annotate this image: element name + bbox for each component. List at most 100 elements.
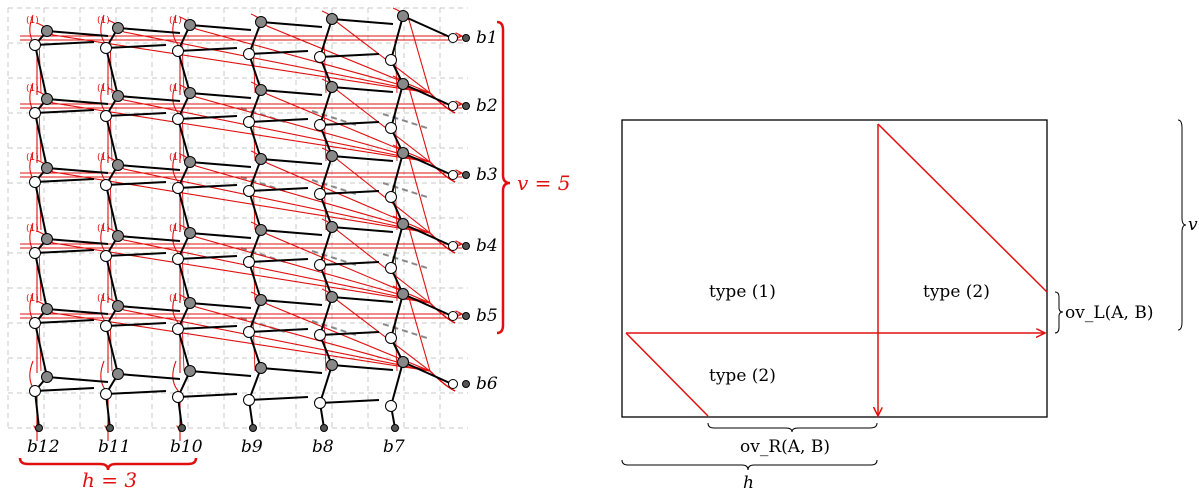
gray-node [112,22,124,34]
red-vertical-path [29,151,38,232]
lattice-edge [34,178,95,183]
lattice-edge [260,367,323,374]
white-node [172,253,184,265]
diag-top-right [877,123,1048,293]
lattice-edge [260,229,323,236]
lattice-edge [319,155,333,195]
gray-node [112,300,124,312]
ovR-brace [707,422,878,433]
lattice-edge [390,152,404,198]
white-node [100,388,112,400]
white-node [100,250,112,262]
lattice-edge [402,15,453,39]
gray-node [41,162,53,174]
white-node [172,323,184,335]
path-tag-label: (1) [26,294,39,304]
boundary-label-right: b4 [476,236,498,256]
boundary-node [462,171,470,179]
lattice-edge [34,252,48,310]
lattice-edge [402,361,453,385]
red-diagonal-path [36,230,456,324]
white-node [100,179,112,191]
type1-label: type (1) [709,282,776,302]
lattice-edge [189,370,252,377]
dashed-edge [382,113,428,129]
lattice-edge [402,223,453,247]
red-vertical-stub [394,40,398,94]
red-diagonal-path [179,224,456,324]
lattice-edge [177,393,238,398]
region-box [621,119,1048,418]
lattice-edge [390,15,404,61]
gray-node [326,13,338,25]
white-node [243,394,255,406]
lattice-edge [390,293,404,339]
gray-node [397,147,409,159]
type2-top-label: type (2) [923,282,990,302]
v-brace [496,20,511,335]
gray-node [112,90,124,102]
lattice-edge [177,328,191,372]
red-vertical-stub [394,248,398,302]
lattice-edge [319,296,333,336]
red-diagonal-path [179,294,456,392]
lattice-edge [319,18,333,58]
lattice-edge [189,232,252,239]
boundary-label-bottom: b12 [27,437,60,457]
dashed-edge [311,250,357,266]
red-vertical-path [29,292,38,373]
path-tag-label: (1) [97,294,110,304]
white-node [29,317,41,329]
dashed-edge [311,110,357,126]
gray-node [255,294,267,306]
lattice-edge [260,21,323,28]
lattice-edge [177,47,238,52]
lattice-edge [105,184,119,237]
boundary-white-node [448,101,458,111]
nodes [29,10,470,432]
gray-node [326,359,338,371]
lattice-edge [46,98,109,105]
gray-node [184,365,196,377]
red-diagonal-path [179,84,456,183]
lattice-edge [105,181,167,186]
path-tag-label: (1) [26,84,39,94]
boundary-white-node [448,33,458,43]
red-diagonal-path [392,75,456,183]
lattice-edge [34,112,48,169]
white-node [100,42,112,54]
gray-node [184,227,196,239]
ovL-brace [1054,291,1064,334]
v-label-right: v [1188,215,1198,235]
lattice-edge [177,255,238,260]
lattice-edge [319,86,333,126]
lattice-edge [319,399,380,404]
dashed-edge [311,179,357,195]
lattice-edge [402,152,453,176]
lattice-edge [248,396,309,401]
lattice-edge [319,331,380,336]
lattice-edge [331,18,394,25]
gray-node [112,368,124,380]
lattice-edge [105,47,119,97]
white-node [172,182,184,194]
lattice-edge [319,364,333,404]
gray-node [41,303,53,315]
white-node [29,385,41,397]
gray-node [255,224,267,236]
lattice-edge [260,299,323,306]
boundary-label-right: b1 [476,28,498,48]
boundary-white-node [448,311,458,321]
red-diagonal-path [392,7,456,114]
lattice-edge [105,112,167,117]
boundary-label-bottom: b11 [98,437,131,457]
lattice-edge [105,255,119,307]
boundary-node [320,424,328,432]
lattice-edge [319,53,380,58]
gray-node [326,150,338,162]
path-tag-label: (1) [97,16,110,26]
red-diagonal-path [179,16,456,114]
white-node [243,48,255,60]
lattice-edge [248,258,309,263]
